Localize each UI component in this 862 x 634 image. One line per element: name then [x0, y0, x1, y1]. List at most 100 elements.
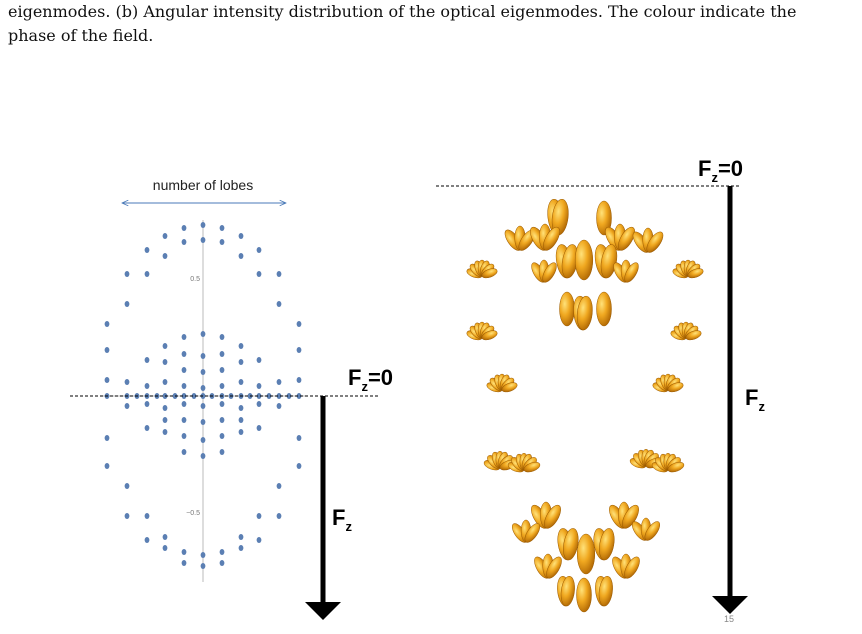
eigenmode-dot [200, 453, 206, 459]
eigenmode-dot [256, 393, 262, 399]
eigenmode-dot [144, 537, 150, 543]
intensity-pattern [596, 200, 612, 236]
eigenmode-dot [256, 513, 262, 519]
eigenmode-dot [276, 513, 282, 519]
eigenmode-dot [256, 271, 262, 277]
intensity-pattern [595, 575, 613, 607]
eigenmode-dot [181, 549, 187, 555]
eigenmode-dot [296, 321, 302, 327]
eigenmode-dot [219, 334, 225, 340]
eigenmode-dot [200, 222, 206, 228]
right-fz-label: Fz [745, 385, 765, 414]
eigenmode-dot [276, 403, 282, 409]
lobes-label: number of lobes [153, 177, 253, 193]
left-panel: number of lobes 0.5 −0.5 Fz=0 Fz [70, 177, 393, 620]
eigenmode-dot [219, 383, 225, 389]
intensity-pattern [557, 575, 575, 607]
eigenmode-dot [200, 403, 206, 409]
eigenmode-dot [144, 357, 150, 363]
right-fz-arrow-head [712, 596, 748, 614]
eigenmode-dot [219, 417, 225, 423]
intensity-pattern [609, 501, 639, 529]
eigenmode-dot [200, 437, 206, 443]
eigenmode-dot [266, 393, 272, 399]
eigenmode-dot [219, 560, 225, 566]
intensity-pattern [574, 239, 594, 281]
intensity-pattern [612, 553, 640, 579]
intensity-pattern [557, 528, 579, 561]
eigenmode-dot [219, 433, 225, 439]
eigenmode-dot [162, 253, 168, 259]
intensity-pattern [593, 528, 615, 561]
eigenmode-dot [219, 549, 225, 555]
intensity-pattern [672, 259, 704, 279]
left-fz0-label: Fz=0 [348, 365, 393, 394]
eigenmode-dot [238, 534, 244, 540]
eigenmode-dot [256, 383, 262, 389]
intensity-pattern [531, 259, 557, 283]
eigenmode-dot [124, 513, 130, 519]
eigenmode-dot [238, 429, 244, 435]
eigenmode-dot [181, 225, 187, 231]
eigenmode-dots [104, 222, 302, 569]
eigenmode-dot [144, 383, 150, 389]
eigenmode-dot [238, 545, 244, 551]
left-fz-arrow-head [305, 602, 341, 620]
eigenmode-dot [238, 343, 244, 349]
caption-line-1: eigenmodes. (b) Angular intensity distri… [8, 2, 797, 21]
eigenmode-dot [162, 429, 168, 435]
eigenmode-dot [191, 393, 197, 399]
eigenmode-dot [219, 449, 225, 455]
eigenmode-dot [276, 271, 282, 277]
eigenmode-dot [238, 417, 244, 423]
eigenmode-dot [181, 417, 187, 423]
eigenmode-dot [276, 393, 282, 399]
eigenmode-dot [181, 239, 187, 245]
eigenmode-dot [219, 225, 225, 231]
eigenmode-dot [219, 351, 225, 357]
eigenmode-dot [162, 359, 168, 365]
eigenmode-dot [296, 463, 302, 469]
eigenmode-dot [296, 347, 302, 353]
figure-caption: eigenmodes. (b) Angular intensity distri… [8, 0, 858, 48]
eigenmode-dot [104, 463, 110, 469]
intensity-pattern [573, 295, 593, 331]
intensity-pattern [594, 244, 618, 279]
eigenmode-dot [276, 379, 282, 385]
intensity-pattern [531, 501, 561, 529]
eigenmode-dot [219, 401, 225, 407]
intensity-pattern [576, 577, 592, 613]
eigenmode-dot [181, 449, 187, 455]
intensity-pattern [631, 517, 661, 541]
eigenmode-dot [124, 483, 130, 489]
tick-label-bottom: −0.5 [186, 510, 200, 517]
intensity-pattern [466, 259, 498, 279]
eigenmode-dot [124, 271, 130, 277]
eigenmode-dot [144, 513, 150, 519]
intensity-pattern [652, 373, 684, 393]
eigenmode-dot [181, 433, 187, 439]
eigenmode-dot [238, 379, 244, 385]
eigenmode-dot [104, 321, 110, 327]
intensity-pattern [559, 291, 575, 327]
eigenmode-dot [276, 301, 282, 307]
eigenmode-dot [124, 403, 130, 409]
intensity-pattern [530, 223, 560, 251]
eigenmode-dot [144, 401, 150, 407]
page-number: 15 [724, 614, 735, 624]
eigenmode-dot [162, 379, 168, 385]
eigenmode-dot [162, 343, 168, 349]
eigenmode-dot [200, 552, 206, 558]
eigenmode-dot [181, 351, 187, 357]
intensity-pattern [596, 291, 612, 327]
eigenmode-dot [276, 483, 282, 489]
eigenmode-dot [144, 271, 150, 277]
eigenmode-dot [238, 253, 244, 259]
eigenmode-dot [181, 334, 187, 340]
eigenmode-dot [256, 425, 262, 431]
eigenmode-dot [181, 367, 187, 373]
eigenmode-dot [200, 237, 206, 243]
eigenmode-dot [256, 401, 262, 407]
intensity-pattern [632, 227, 664, 253]
